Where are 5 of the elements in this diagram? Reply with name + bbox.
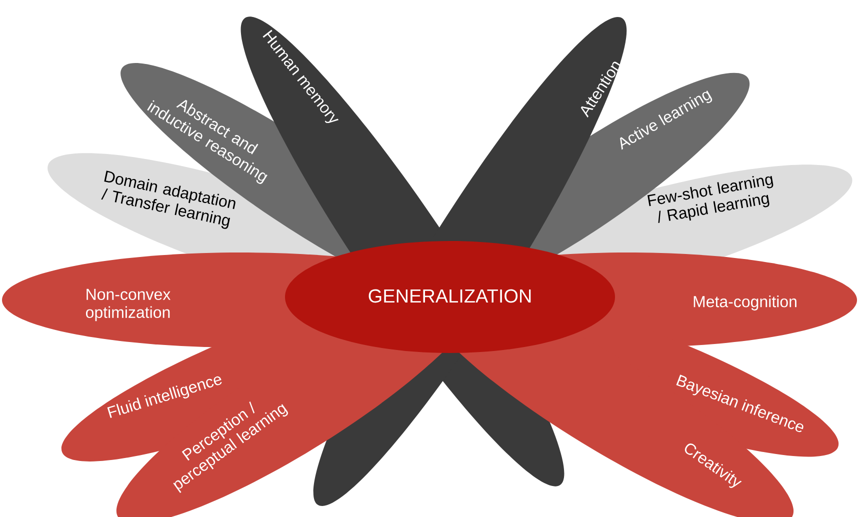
petal-label: Domain adaptation / Transfer learning: [101, 170, 236, 229]
center-label: GENERALIZATION: [368, 289, 531, 303]
petal-label: Few-shot learning / Rapid learning: [648, 176, 774, 223]
petal-label: Meta-cognition: [694, 296, 796, 310]
petal-label: Non-convex optimization: [86, 288, 170, 322]
